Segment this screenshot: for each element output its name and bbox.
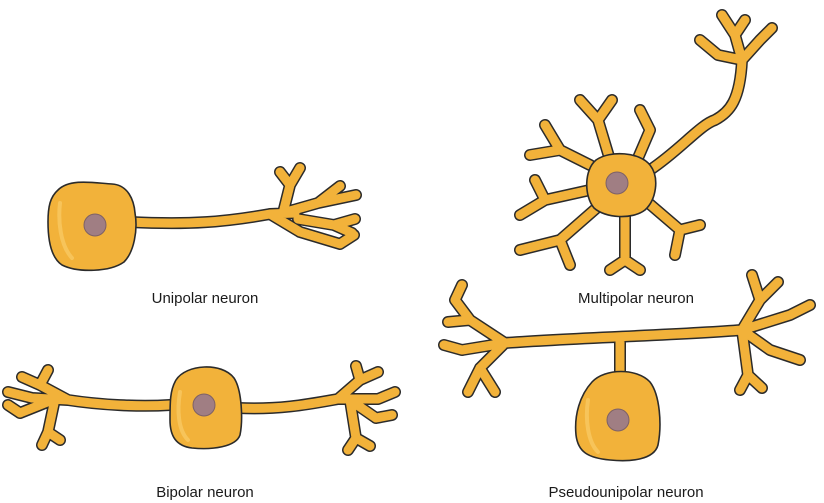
- unipolar-axon: [124, 162, 362, 250]
- pseudounipolar-neuron: [438, 269, 816, 462]
- unipolar-axon-fill: [125, 163, 361, 249]
- bipolar-label: Bipolar neuron: [156, 484, 254, 501]
- multipolar-neuron: [514, 9, 778, 276]
- multipolar-processes: [514, 9, 778, 276]
- multipolar-label: Multipolar neuron: [578, 290, 694, 307]
- unipolar-nucleus: [83, 213, 107, 237]
- multipolar-nucleus: [605, 171, 629, 195]
- unipolar-label: Unipolar neuron: [152, 290, 259, 307]
- unipolar-neuron: [47, 162, 362, 272]
- bipolar-neuron: [2, 360, 401, 456]
- pseudounipolar-nucleus: [606, 408, 630, 432]
- pseudounipolar-processes: [438, 269, 816, 398]
- bipolar-nucleus: [192, 393, 216, 417]
- bipolar-processes: [2, 360, 401, 456]
- pseudounipolar-label: Pseudounipolar neuron: [548, 484, 703, 501]
